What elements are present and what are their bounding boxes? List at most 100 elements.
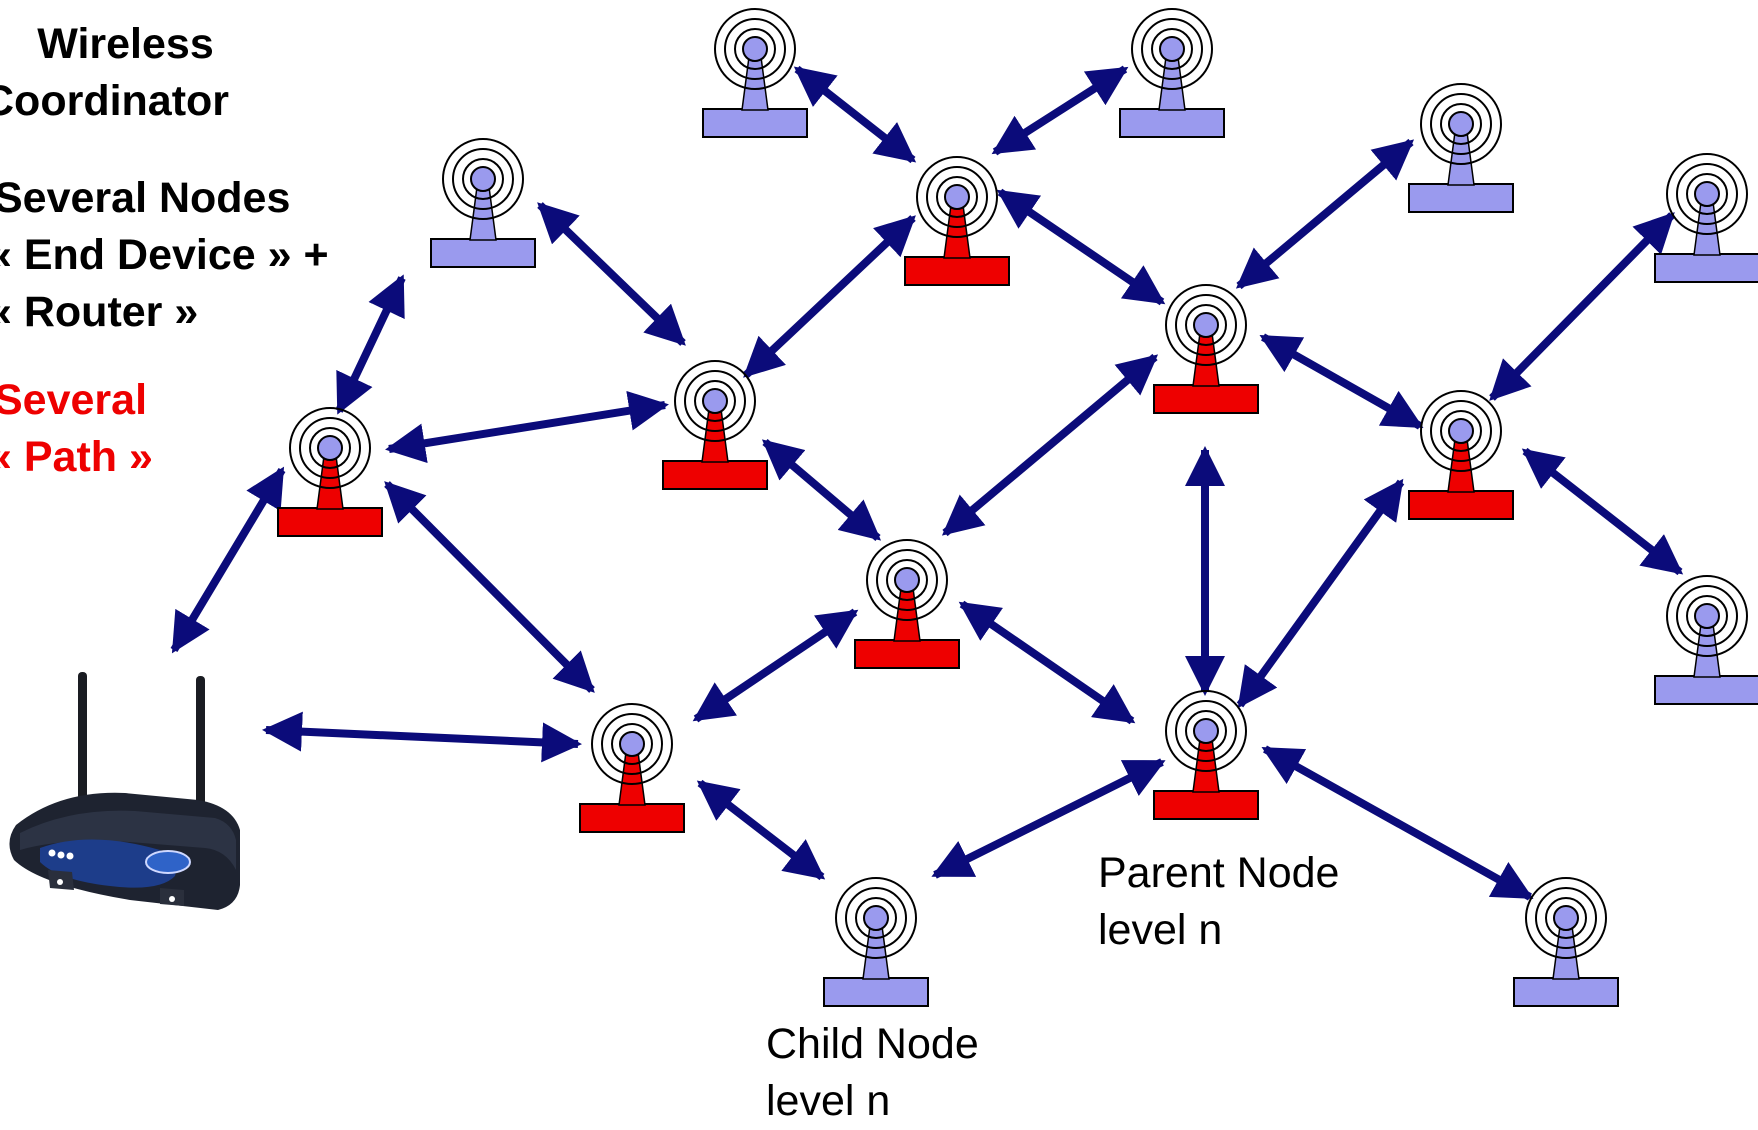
legend-path-line-1: Several [0, 376, 148, 424]
end-device-1-mast [469, 186, 497, 241]
link-end-device-3-router-3 [991, 65, 1129, 156]
legend-coordinator-line-1: Wireless [37, 20, 214, 68]
router-7-ring-1 [1165, 690, 1247, 772]
legend-nodes-line-1: Several Nodes [0, 174, 291, 222]
end-device-1-icon [430, 138, 536, 268]
end-device-1-ring-1 [442, 138, 524, 220]
link-router-1-end-device-1 [335, 274, 406, 415]
router-1-base [277, 507, 383, 537]
end-device-1-center [470, 166, 496, 192]
router-5-ring-1 [1420, 390, 1502, 472]
end-device-4-mast [1447, 131, 1475, 186]
router-6-center [894, 567, 920, 593]
router-4-ring-3 [1185, 304, 1227, 346]
end-device-7-icon [823, 877, 929, 1007]
legend-nodes-line-3: « Router » [0, 288, 199, 336]
end-device-6-ring-3 [1686, 595, 1728, 637]
end-device-3-icon [1119, 8, 1225, 138]
router-4-icon [1153, 284, 1259, 414]
end-device-5-ring-3 [1686, 173, 1728, 215]
router-2-ring-1 [674, 360, 756, 442]
router-4-ring-2 [1175, 294, 1237, 356]
end-device-5-center [1694, 181, 1720, 207]
link-router-5-end-device-6 [1521, 447, 1684, 576]
end-device-3-mast [1158, 56, 1186, 111]
end-device-4-ring-2 [1430, 93, 1492, 155]
link-router-8-end-device-7 [696, 779, 826, 881]
router-6-ring-2 [876, 549, 938, 611]
end-device-2-ring-1 [714, 8, 796, 90]
router-7-ring-3 [1185, 710, 1227, 752]
end-device-6-center [1694, 603, 1720, 629]
legend-coordinator: Wireless Coordinator [0, 16, 229, 130]
end-device-2-base [702, 108, 808, 138]
link-router-3-router-4 [996, 188, 1166, 306]
link-router-6-router-7 [958, 600, 1136, 725]
end-device-5-icon [1654, 153, 1758, 283]
router-2-center [702, 388, 728, 414]
legend-coordinator-line-2: Coordinator [0, 77, 230, 125]
link-router-5-router-7 [1236, 478, 1405, 709]
link-router-1-router-8 [384, 481, 595, 693]
end-device-2-icon [702, 8, 808, 138]
router-3-icon [904, 156, 1010, 286]
end-device-6-mast [1693, 623, 1721, 678]
end-device-8-mast [1552, 925, 1580, 980]
router-6-ring-1 [866, 539, 948, 621]
router-7-ring-2 [1175, 700, 1237, 762]
router-3-ring-2 [926, 166, 988, 228]
end-device-8-ring-3 [1545, 897, 1587, 939]
router-3-mast [943, 204, 971, 259]
end-device-8-ring-2 [1535, 887, 1597, 949]
child-node-label-line-2: level n [766, 1077, 891, 1125]
router-8-center [619, 731, 645, 757]
end-device-4-icon [1408, 83, 1514, 213]
end-device-2-ring-2 [724, 18, 786, 80]
end-device-5-base [1654, 253, 1758, 283]
link-coordinator-router-8 [262, 711, 582, 763]
link-router-4-router-5 [1259, 333, 1424, 430]
legend-path: Several « Path » [0, 372, 153, 486]
parent-node-label-line-1: Parent Node [1098, 849, 1340, 897]
end-device-3-ring-3 [1151, 28, 1193, 70]
router-1-ring-3 [309, 427, 351, 469]
end-device-4-ring-3 [1440, 103, 1482, 145]
link-router-3-router-2 [743, 215, 916, 378]
router-5-ring-3 [1440, 410, 1482, 452]
child-node-label-line-1: Child Node [766, 1020, 979, 1068]
end-device-7-ring-1 [835, 877, 917, 959]
end-device-8-ring-1 [1525, 877, 1607, 959]
end-device-7-base [823, 977, 929, 1007]
link-router-1-router-2 [385, 390, 669, 464]
parent-node-label: Parent Node level n [1098, 845, 1339, 959]
router-7-center [1193, 718, 1219, 744]
router-5-center [1448, 418, 1474, 444]
end-device-6-ring-1 [1666, 575, 1748, 657]
router-6-icon [854, 539, 960, 669]
end-device-8-icon [1513, 877, 1619, 1007]
router-1-ring-1 [289, 407, 371, 489]
link-end-device-4-router-4 [1235, 138, 1415, 290]
end-device-8-base [1513, 977, 1619, 1007]
link-router-6-router-8 [692, 608, 859, 723]
nodes-layer [277, 8, 1758, 1007]
router-2-ring-2 [684, 370, 746, 432]
end-device-1-ring-3 [462, 158, 504, 200]
end-device-3-ring-2 [1141, 18, 1203, 80]
end-device-6-ring-2 [1676, 585, 1738, 647]
end-device-3-ring-1 [1131, 8, 1213, 90]
end-device-3-base [1119, 108, 1225, 138]
end-device-6-icon [1654, 575, 1758, 705]
router-8-ring-2 [601, 713, 663, 775]
router-8-base [579, 803, 685, 833]
router-4-base [1153, 384, 1259, 414]
router-6-mast [893, 587, 921, 642]
router-1-ring-2 [299, 417, 361, 479]
router-6-base [854, 639, 960, 669]
router-8-mast [618, 751, 646, 806]
router-4-center [1193, 312, 1219, 338]
router-2-ring-3 [694, 380, 736, 422]
router-5-mast [1447, 438, 1475, 493]
wireless-coordinator-icon [9, 672, 241, 910]
router-8-ring-3 [611, 723, 653, 765]
